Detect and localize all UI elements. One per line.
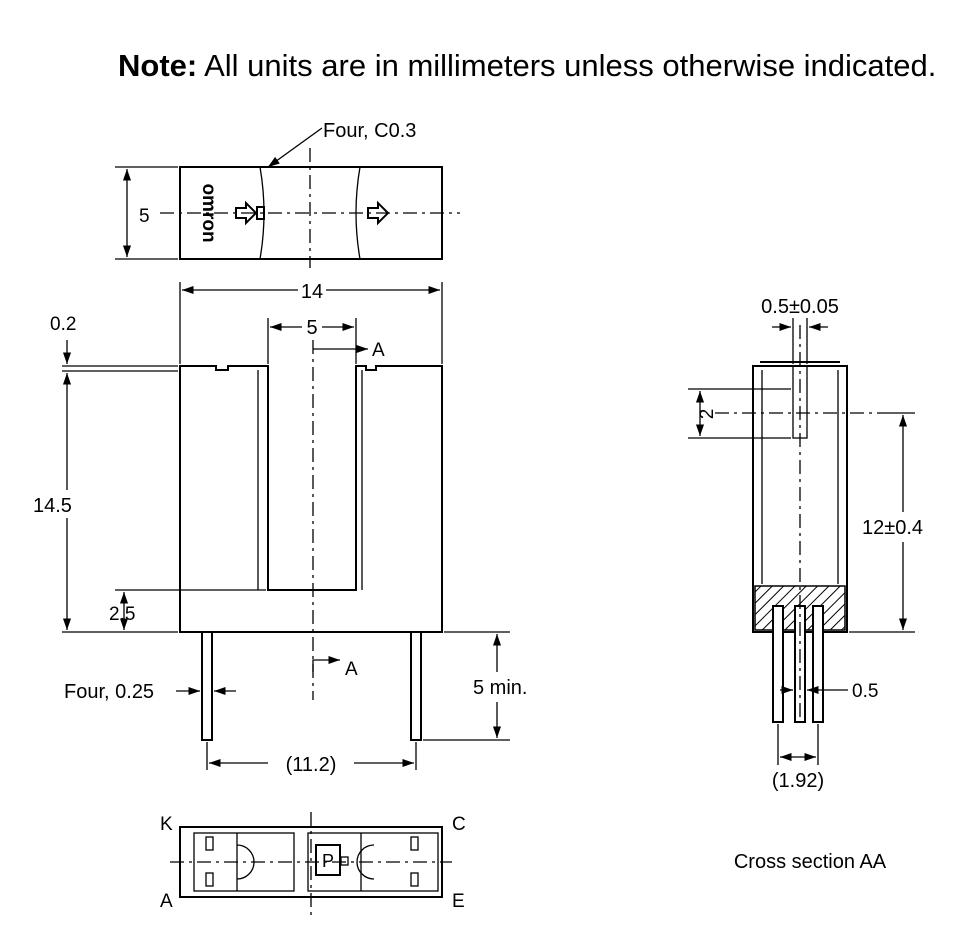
chip-box — [315, 844, 341, 876]
section-arrow-bottom — [312, 655, 340, 672]
step-dim: 0.2 — [50, 314, 76, 335]
pin-k-label: K — [160, 814, 173, 835]
height-dim: 14.5 — [33, 495, 72, 517]
cross-section-caption: Cross section AA — [734, 851, 887, 873]
bottom-view-left-pad — [193, 832, 295, 892]
pad-c — [410, 836, 419, 851]
top-view-arrow-left — [235, 200, 258, 226]
dim-text-bg — [860, 512, 942, 542]
front-view-body — [179, 365, 443, 633]
chip-label: P — [322, 851, 334, 871]
section-marker-top: A — [372, 340, 385, 361]
chamfer-leader — [267, 127, 323, 168]
cross-section: 0.5±0.05 2 12±0.4 0.5 (1.92) Cross secti… — [688, 296, 942, 873]
bottom-view: P K C A E — [160, 812, 466, 915]
pin-width-label: Four, 0.25 — [64, 681, 154, 703]
base-dim: 2.5 — [109, 604, 135, 625]
front-view: 14 5 A 0.2 14.5 2.5 A Four, 0.25 — [30, 281, 542, 776]
top-height-dim: 5 — [139, 206, 150, 227]
cross-pin-spacing-dim: (1.92) — [772, 770, 824, 792]
pad-e — [410, 872, 419, 887]
center-height-dim: 12±0.4 — [862, 517, 923, 539]
led-lens-right — [356, 844, 375, 880]
slot-width-dim: 5 — [306, 317, 317, 339]
pin-c-label: C — [452, 814, 466, 835]
logo-text: omron — [198, 183, 219, 242]
width-dim: 14 — [301, 281, 323, 303]
pad-a — [205, 872, 214, 887]
top-view-emitter-mark — [256, 206, 265, 220]
pin-a-label: A — [160, 891, 173, 912]
slit-height-dim: 2 — [697, 409, 718, 420]
pin-left — [201, 631, 213, 741]
note-label: Note: — [118, 48, 198, 83]
pin-spacing-dim: (11.2) — [286, 754, 337, 776]
cross-pin-left — [772, 605, 784, 723]
pin-right — [410, 631, 422, 741]
note-text: Note: All units are in millimeters unles… — [118, 48, 936, 84]
chamfer-label: Four, C0.3 — [323, 120, 416, 142]
note-body: All units are in millimeters unless othe… — [197, 48, 937, 83]
cross-pin-width-dim: 0.5 — [852, 681, 878, 702]
pin-e-label: E — [452, 891, 465, 912]
cross-pin-right — [812, 605, 824, 723]
top-view: omron 5 Four, C0.3 — [115, 120, 460, 268]
pin-length-dim: 5 min. — [473, 677, 527, 699]
slit-width-dim: 0.5±0.05 — [761, 296, 839, 318]
pad-k — [205, 836, 214, 851]
dim-text-bg — [470, 672, 542, 702]
chip-mark — [340, 856, 349, 866]
dim-text-bg — [30, 490, 80, 518]
top-view-arrow-right — [367, 200, 390, 226]
section-marker-bottom: A — [345, 659, 358, 680]
